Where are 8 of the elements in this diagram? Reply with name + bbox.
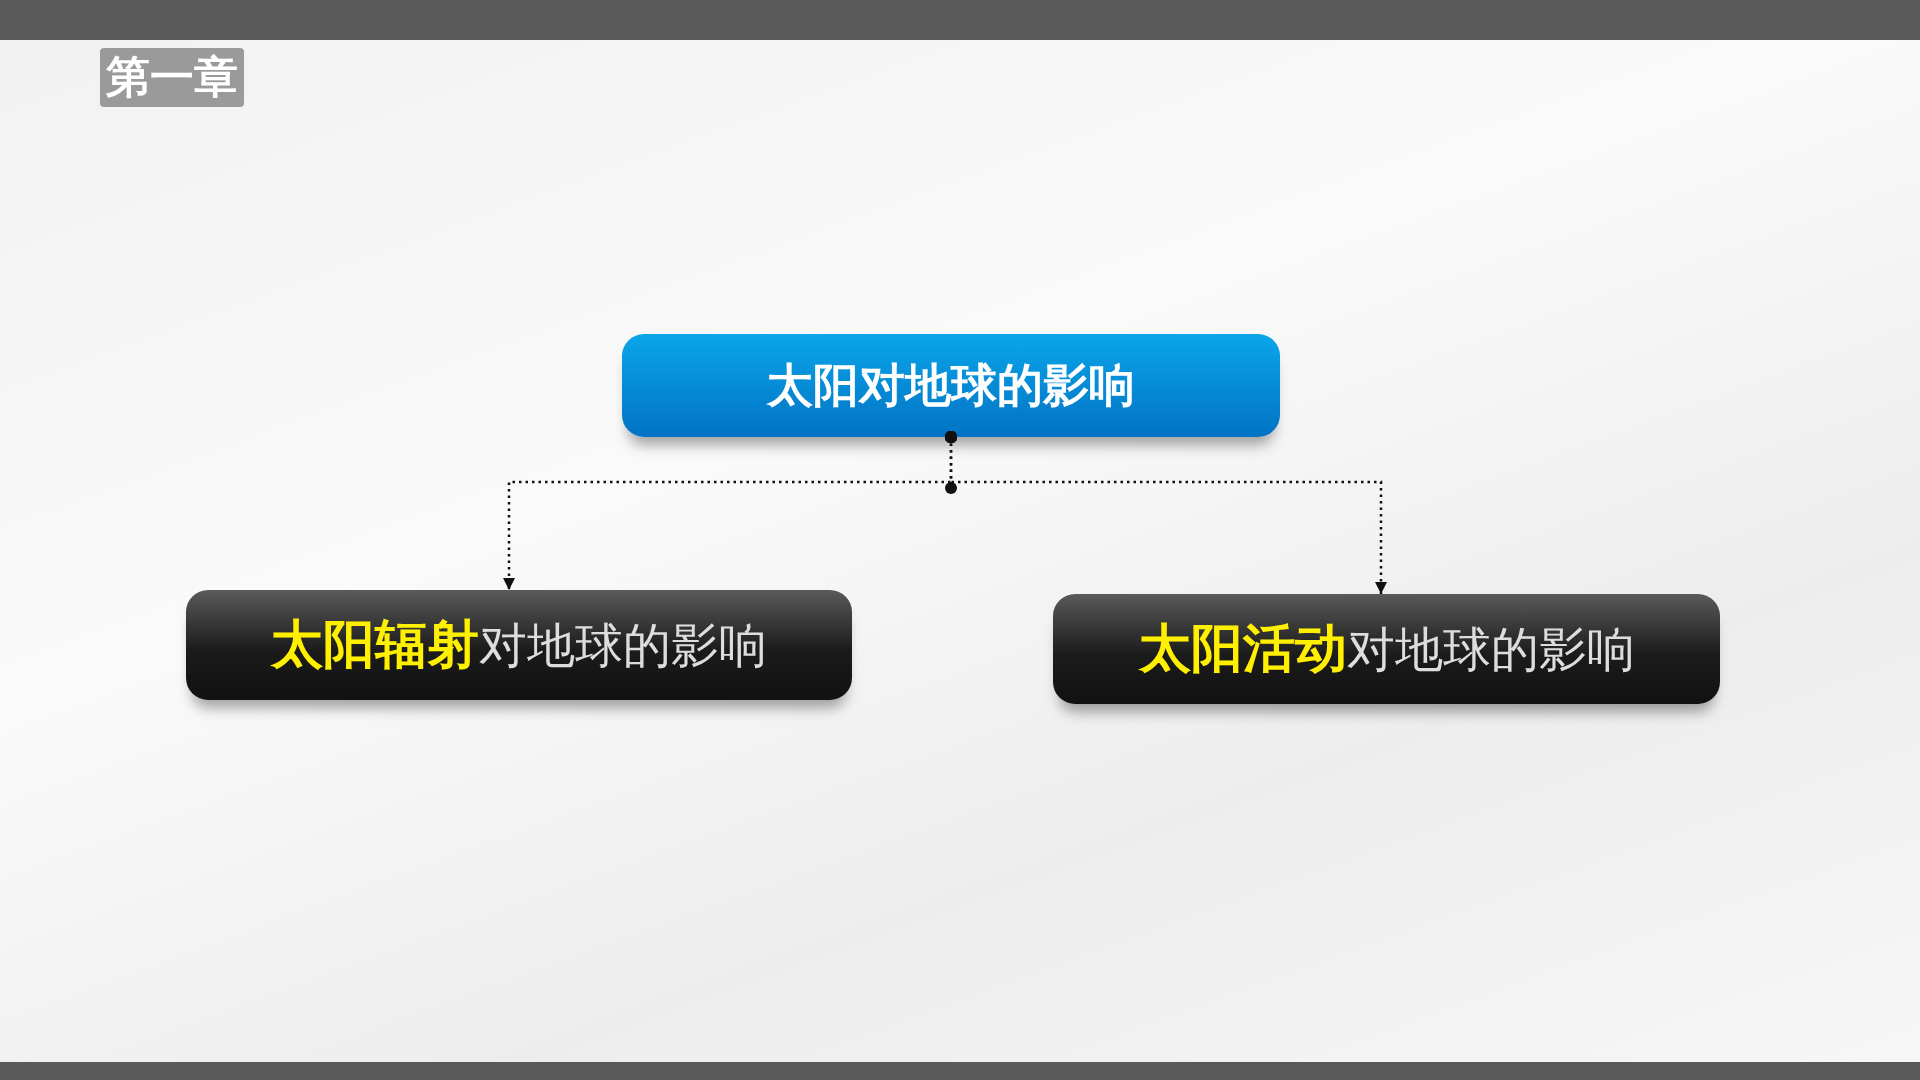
connector-arrow [944,430,1388,594]
subtopic-box [1053,594,1720,704]
chapter-title: 第一章 [100,48,244,107]
box-label: 太阳对地球的影响 [767,356,1135,414]
topic-box [622,334,1280,437]
subtopic-box [186,590,852,700]
box-label: 太阳辐射对地球的影响 [271,613,767,676]
box-label: 太阳活动对地球的影响 [1138,617,1635,680]
